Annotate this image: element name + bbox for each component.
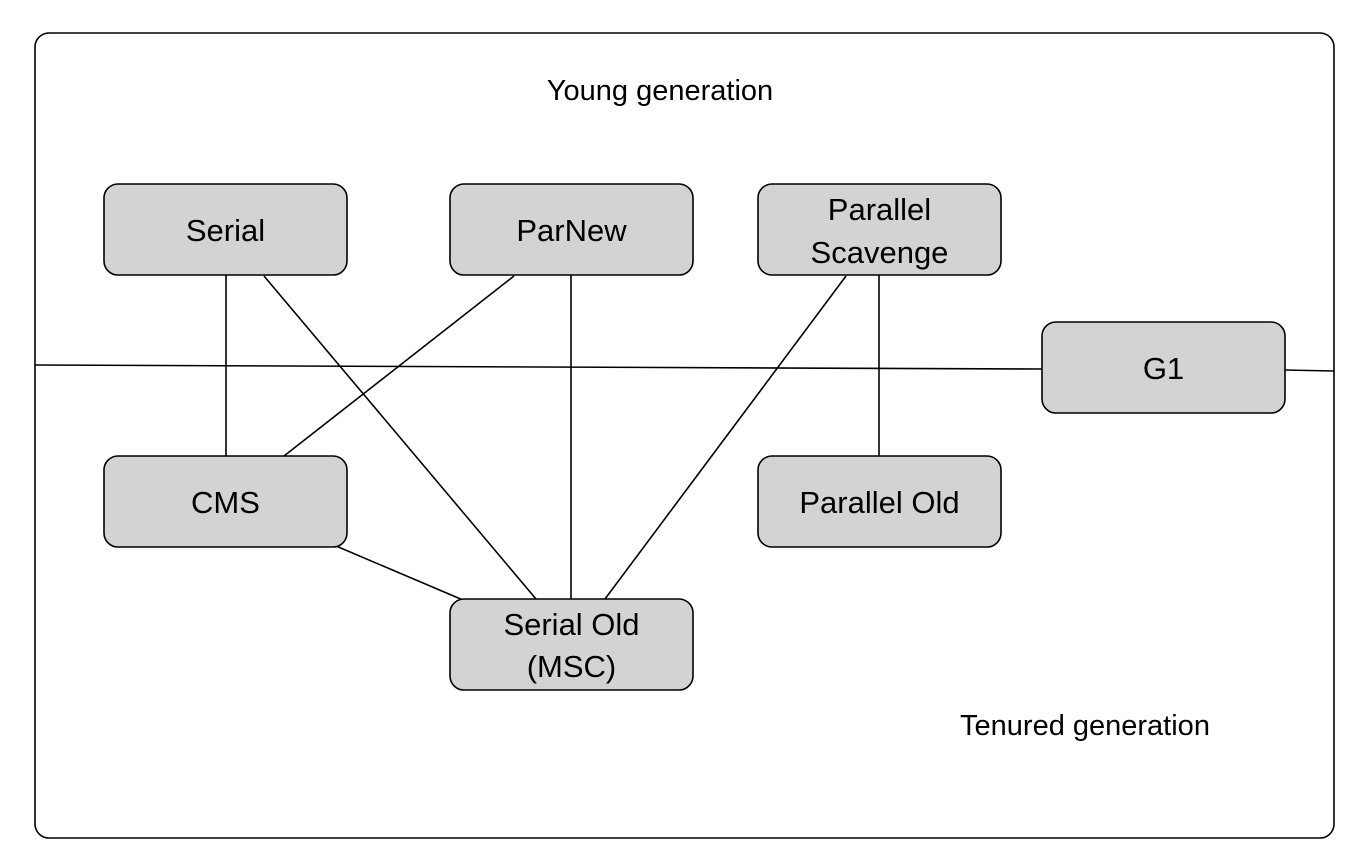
node-serial-old-label-line1: Serial Old <box>503 607 639 642</box>
node-parnew-label: ParNew <box>516 213 627 248</box>
node-parallel-old: Parallel Old <box>757 455 1002 548</box>
edge-parnew-cms <box>283 275 515 457</box>
edge-serial-serial-old <box>263 275 537 600</box>
generation-divider-left <box>34 364 1043 370</box>
node-g1: G1 <box>1041 321 1286 414</box>
connector-lines <box>225 275 880 601</box>
node-serial: Serial <box>103 183 348 276</box>
edge-cms-serial-old <box>335 545 464 601</box>
generation-divider-right <box>1283 369 1335 372</box>
node-cms-label: CMS <box>191 485 260 520</box>
edge-parallel-scavenge-serial-old <box>604 275 847 600</box>
tenured-generation-label: Tenured generation <box>960 710 1210 742</box>
node-serial-old-label-line2: (MSC) <box>527 649 617 684</box>
node-parallel-scavenge: Parallel Scavenge <box>757 183 1002 276</box>
node-parallel-scavenge-label-line1: Parallel <box>828 192 931 227</box>
node-serial-label: Serial <box>186 213 265 248</box>
diagram-frame <box>34 32 1335 839</box>
node-cms: CMS <box>103 455 348 548</box>
young-generation-label: Young generation <box>547 75 773 107</box>
node-serial-old: Serial Old (MSC) <box>449 598 694 691</box>
node-parnew: ParNew <box>449 183 694 276</box>
node-parallel-old-label: Parallel Old <box>799 485 959 520</box>
node-g1-label: G1 <box>1143 351 1184 386</box>
node-parallel-scavenge-label-line2: Scavenge <box>811 235 949 270</box>
